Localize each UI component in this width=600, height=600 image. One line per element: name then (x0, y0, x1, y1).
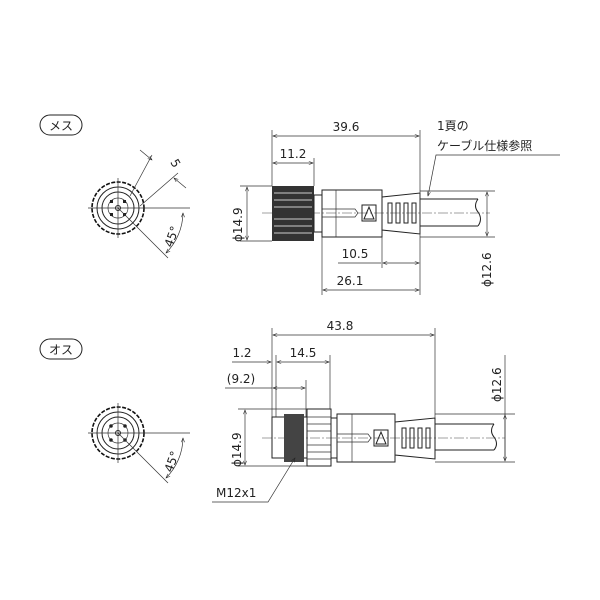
female-width-dim: 5 (167, 157, 183, 171)
male-label-text: オス (49, 343, 73, 357)
male-front-view: 45° (88, 403, 190, 484)
cable-note-line1: 1頁の (437, 119, 469, 133)
thread-spec-label: M12x1 (216, 486, 256, 500)
male-label: オス (39, 338, 83, 360)
male-nut-length: 14.5 (290, 346, 317, 360)
cable-note-line2: ケーブル仕様参照 (437, 138, 532, 153)
female-label-text: メス (49, 119, 73, 133)
female-boot-length: 10.5 (342, 247, 369, 261)
male-side-view: 43.8 1.2 14.5 (9.2) ϕ14.9 ϕ12.6 M12x1 (212, 319, 515, 503)
female-overall-length: 39.6 (333, 120, 360, 134)
male-angle-dim: 45° (162, 449, 182, 474)
male-cable-diameter: ϕ12.6 (490, 367, 504, 402)
female-angle-dim: 45° (162, 224, 182, 249)
male-offset: 1.2 (232, 346, 251, 360)
female-side-view: 39.6 11.2 ϕ14.9 10.5 26.1 ϕ12.6 1頁の ケーブル… (231, 119, 560, 295)
female-section: メス 5 45° (39, 114, 560, 295)
male-overall-length: 43.8 (327, 319, 354, 333)
male-nut-diameter: ϕ14.9 (230, 432, 244, 467)
male-thread-length: (9.2) (227, 372, 255, 386)
male-section: オス 45° (39, 319, 515, 503)
female-cable-diameter: ϕ12.6 (480, 252, 494, 287)
female-nut-length: 11.2 (280, 147, 307, 161)
female-label: メス (39, 114, 83, 136)
female-nut-diameter: ϕ14.9 (231, 207, 245, 242)
female-body-length: 26.1 (337, 274, 364, 288)
female-front-view: 5 45° (88, 149, 190, 259)
